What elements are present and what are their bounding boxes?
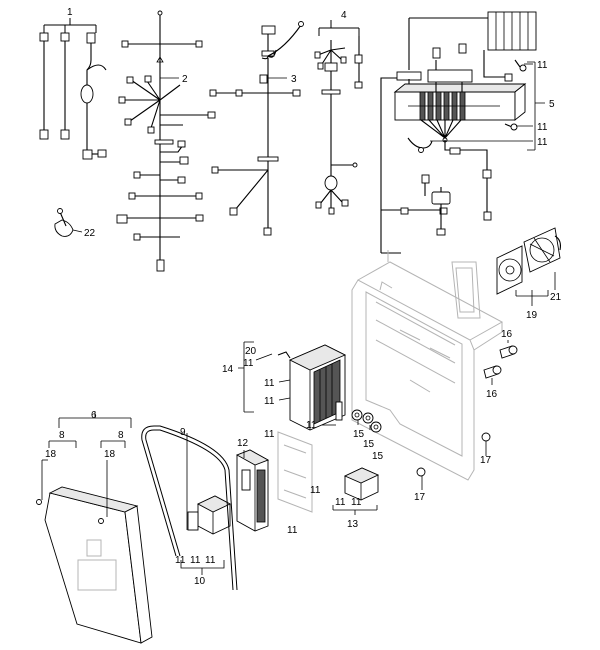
callout-11-k: 11	[335, 497, 346, 508]
leader-lines	[41, 61, 556, 575]
gasket-9	[141, 425, 238, 591]
callout-18-right: 18	[104, 449, 116, 460]
callout-11-n: 11	[190, 555, 201, 566]
callout-20: 20	[245, 346, 257, 357]
callout-labels: 1 2 3 4 5 6 8 8 9 10 11 11 11 11 11 11 1…	[45, 7, 562, 587]
callout-11-a: 11	[537, 60, 548, 71]
callout-18-left: 18	[45, 449, 57, 460]
callout-17-a: 17	[414, 492, 426, 503]
callout-9: 9	[180, 427, 186, 438]
callout-16-a: 16	[501, 329, 513, 340]
callout-15-b: 15	[363, 439, 375, 450]
callout-13: 13	[347, 519, 359, 530]
callout-15-c: 15	[372, 451, 384, 462]
callout-21: 21	[550, 292, 562, 303]
fan-assembly	[496, 227, 561, 295]
door-panel-6	[36, 486, 153, 644]
callout-2: 2	[182, 74, 188, 85]
callout-11-c: 11	[537, 137, 548, 148]
io-module-12	[235, 431, 313, 532]
callout-1: 1	[67, 7, 73, 18]
callout-12: 12	[237, 438, 249, 449]
connector-22	[54, 208, 74, 237]
callout-8-left: 8	[59, 430, 65, 441]
callout-15-a: 15	[353, 429, 365, 440]
callout-22: 22	[84, 228, 96, 239]
callout-5: 5	[549, 99, 555, 110]
harness-4	[314, 20, 363, 215]
callout-11-l: 11	[351, 497, 362, 508]
callout-11-g: 11	[306, 420, 317, 431]
hardware-small	[351, 345, 518, 477]
harness-2	[116, 10, 216, 272]
drive-unit-14	[277, 344, 347, 431]
callout-10: 10	[194, 576, 206, 587]
callout-11-f: 11	[264, 396, 275, 407]
relay-13	[343, 467, 380, 501]
callout-11-e: 11	[264, 378, 275, 389]
harness-3	[209, 21, 304, 236]
callout-11-b: 11	[537, 122, 548, 133]
cabinet-frame	[351, 250, 504, 481]
callout-11-o: 11	[205, 555, 216, 566]
harness-1	[39, 18, 107, 160]
callout-11-m: 11	[175, 555, 186, 566]
callout-14: 14	[222, 364, 234, 375]
callout-19: 19	[526, 310, 538, 321]
callout-6: 6	[91, 410, 97, 421]
callout-11-j: 11	[287, 525, 298, 536]
callout-11-d: 11	[243, 358, 254, 369]
callout-16-b: 16	[486, 389, 498, 400]
callout-4: 4	[341, 10, 347, 21]
callout-17-b: 17	[480, 455, 492, 466]
callout-8-right: 8	[118, 430, 124, 441]
callout-11-h: 11	[264, 429, 275, 440]
callout-3: 3	[291, 74, 297, 85]
callout-11-i: 11	[310, 485, 321, 496]
terminal-assembly-5	[380, 11, 537, 254]
transformer-10	[187, 495, 232, 535]
